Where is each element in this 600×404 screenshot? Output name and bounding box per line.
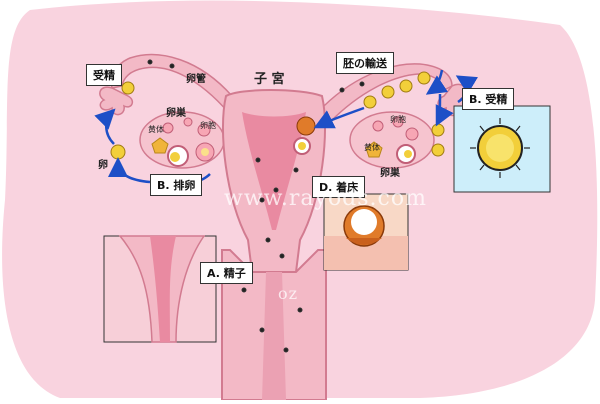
follicle-left-label: 卵胞 — [200, 121, 216, 130]
implantation-box: D. 着床 — [312, 176, 366, 198]
vaginal-lumen — [262, 272, 286, 400]
oviduct-label: 卵管 — [186, 74, 206, 85]
embryo-transport-box: 胚の輸送 — [336, 52, 394, 74]
fertilization-left-box: 受精 — [86, 64, 122, 86]
egg-label: 卵 — [98, 160, 108, 171]
ovary-right-label: 卵巣 — [380, 168, 400, 179]
ovary-left-label: 卵巣 — [166, 108, 186, 119]
implanted-embryo — [343, 205, 385, 247]
left-eggs — [110, 81, 135, 160]
sperm-box: A. 精子 — [200, 262, 253, 284]
right-follicles — [365, 116, 419, 164]
ovulation-box: B. 排卵 — [150, 174, 203, 196]
corpus-luteum-left-label: 黄体 — [148, 125, 164, 134]
left-fimbriae — [99, 86, 134, 116]
embryo-cells — [293, 71, 445, 157]
corpus-luteum-right-label: 黄体 — [364, 143, 380, 152]
uterine-cavity — [242, 112, 306, 230]
left-follicles — [151, 117, 215, 167]
follicle-right-label: 卵胞 — [390, 115, 406, 124]
fertilization-egg — [470, 118, 530, 178]
watermark-fragment: oz — [278, 284, 299, 303]
fertilization-b-box: B. 受精 — [462, 88, 515, 110]
diagram-title: 子 宮 — [254, 72, 285, 87]
watermark: www.rayods.com — [224, 186, 427, 211]
sperm-cells — [147, 59, 365, 353]
